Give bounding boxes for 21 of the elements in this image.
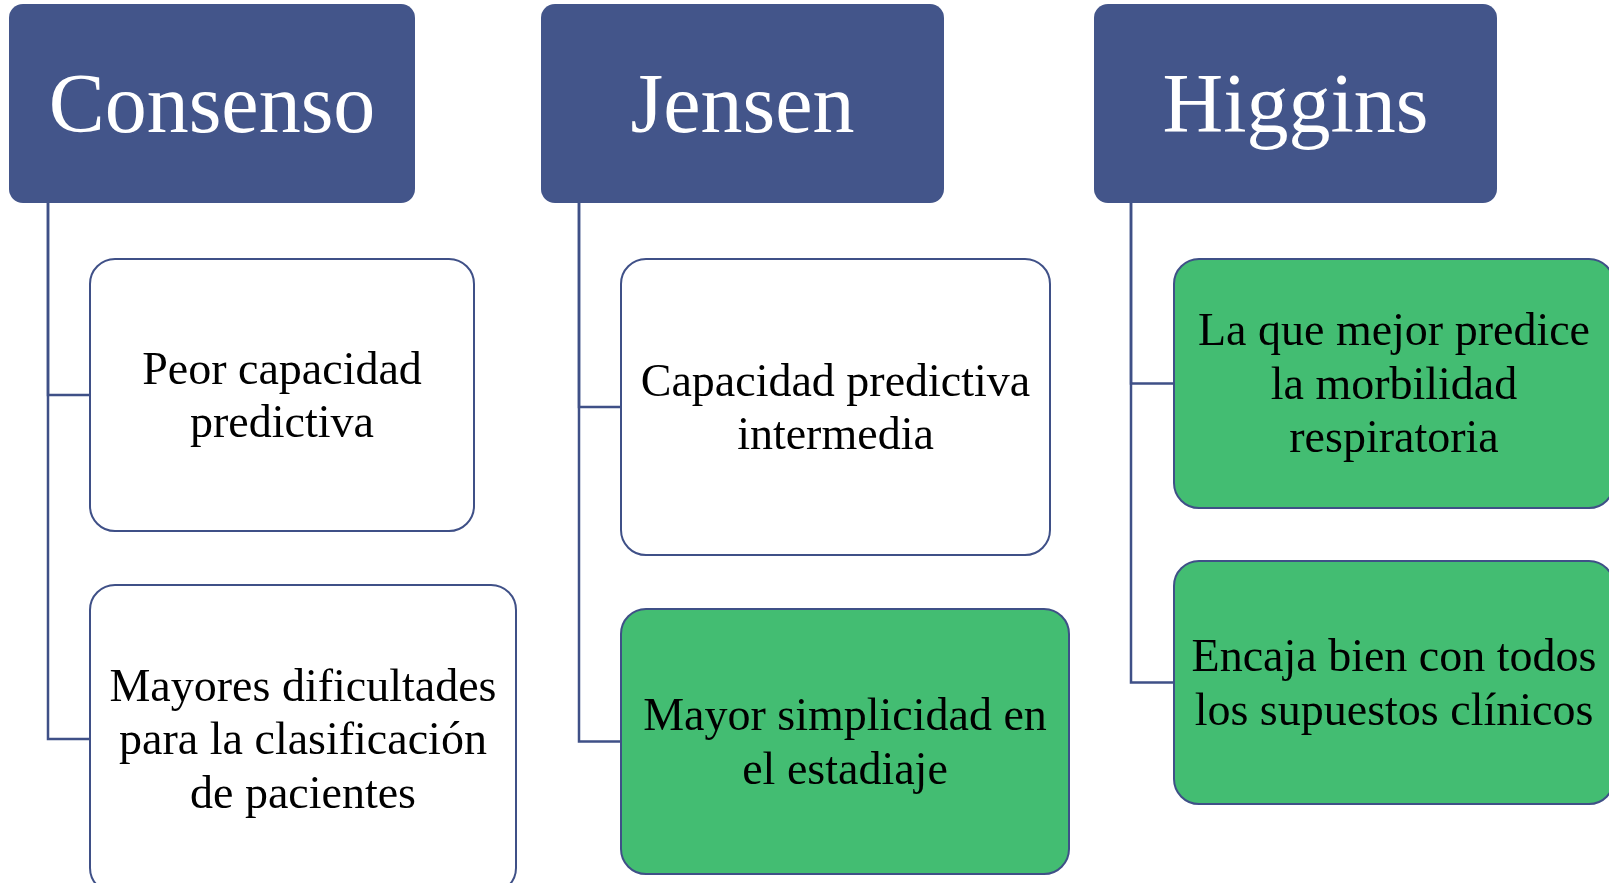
header-title: Jensen [630,56,855,152]
connector-line [1129,203,1173,684]
box-text: Peor capacidad predictiva [141,341,423,449]
header-title: Higgins [1162,56,1429,152]
connector-line [46,203,89,741]
text-box [1173,560,1609,805]
header-box [9,4,415,203]
text-box [89,584,517,883]
header-title: Consenso [48,56,376,152]
box-text: Capacidad predictiva intermedia [639,353,1032,461]
box-text: Mayor simplicidad en el estadiaje [642,688,1048,795]
header-box [1094,4,1497,203]
connector-line [577,203,620,743]
header-box [541,4,944,203]
text-box [620,608,1070,875]
box-text: Mayores dificultades para la clasificación de pacientes [108,658,498,820]
text-box [1173,258,1609,509]
box-text: La que mejor predice la morbilidad respiratoria [1196,303,1592,464]
box-text: Encaja bien con todos los supuestos clínicos [1190,629,1598,736]
text-box [620,258,1051,556]
text-box [89,258,475,532]
